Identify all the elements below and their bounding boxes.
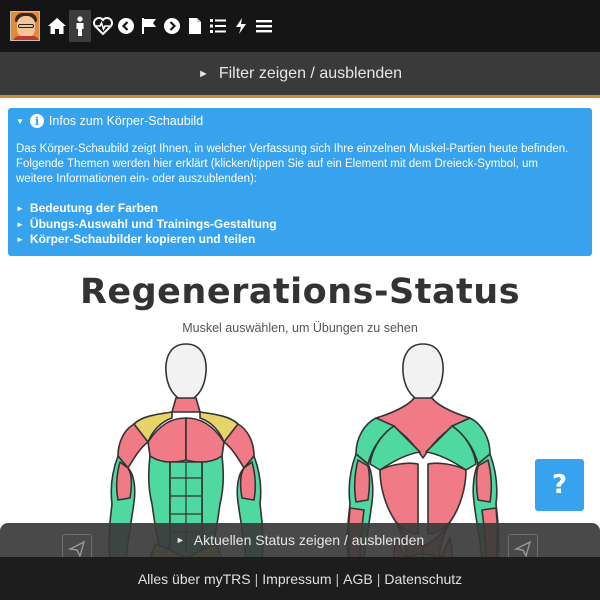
triangle-right-icon: ► <box>16 204 24 213</box>
chevron-right-icon[interactable] <box>161 10 183 42</box>
back-triceps-right[interactable] <box>475 459 493 503</box>
footer-separator: | <box>335 570 340 587</box>
chevron-left-icon[interactable] <box>115 10 137 42</box>
filter-toggle[interactable]: ► Filter zeigen / ausblenden <box>0 52 600 98</box>
info-heading[interactable]: ▼ i Infos zum Körper-Schaubild <box>16 114 584 128</box>
info-topic-colors[interactable]: ► Bedeutung der Farben <box>16 201 584 217</box>
triangle-right-icon: ► <box>16 235 24 244</box>
footer-link-agb[interactable]: AGB <box>343 570 373 587</box>
info-topic-share[interactable]: ► Körper-Schaubilder kopieren und teilen <box>16 232 584 248</box>
info-description: Das Körper-Schaubild zeigt Ihnen, in wel… <box>16 143 569 185</box>
home-icon[interactable] <box>46 10 68 42</box>
triangle-right-icon: ► <box>16 219 24 229</box>
menu-icon[interactable] <box>253 10 275 42</box>
front-neck[interactable] <box>171 397 201 413</box>
help-button-label: ? <box>551 470 568 500</box>
front-biceps-right[interactable] <box>239 461 257 501</box>
list-icon[interactable] <box>207 10 229 42</box>
flag-icon[interactable] <box>138 10 160 42</box>
heartbeat-icon[interactable] <box>92 10 114 42</box>
info-topic-label: Körper-Schaubilder kopieren und teilen <box>29 232 256 246</box>
page-title: Regenerations-Status <box>79 272 521 312</box>
info-topic-label: Übungs-Auswahl und Trainings-Gestaltung <box>29 216 277 231</box>
status-toggle[interactable]: ► Aktuellen Status zeigen / ausblenden <box>0 523 600 557</box>
page-subtitle: Muskel auswählen, um Übungen zu sehen <box>182 321 418 335</box>
footer-link-impressum[interactable]: Impressum <box>262 570 332 587</box>
bolt-icon[interactable] <box>230 10 252 42</box>
info-box: ▼ i Infos zum Körper-Schaubild Das Körpe… <box>8 108 592 256</box>
person-icon[interactable] <box>69 10 91 42</box>
front-biceps-left[interactable] <box>115 461 133 501</box>
footer-link-datenschutz[interactable]: Datenschutz <box>384 570 463 587</box>
info-topic-label: Bedeutung der Farben <box>29 201 158 215</box>
info-heading-label: Infos zum Körper-Schaubild <box>48 114 204 128</box>
document-icon[interactable] <box>184 10 206 42</box>
back-triceps-left[interactable] <box>353 459 371 503</box>
footer-separator: | <box>376 570 381 587</box>
footer-link-about[interactable]: Alles über myTRS <box>137 570 251 587</box>
info-topic-exercise[interactable]: ► Übungs-Auswahl und Trainings-Gestaltun… <box>16 217 584 233</box>
status-toggle-label: Aktuellen Status zeigen / ausblenden <box>193 532 425 548</box>
triangle-right-icon: ► <box>197 67 209 80</box>
avatar[interactable] <box>10 11 40 41</box>
info-topic-list: ► Bedeutung der Farben ► Übungs-Auswahl … <box>16 201 584 248</box>
back-head <box>402 343 444 407</box>
top-nav <box>0 0 600 52</box>
filter-toggle-label: Filter zeigen / ausblenden <box>218 64 403 82</box>
footer-separator: | <box>254 570 259 587</box>
triangle-down-icon: ▼ <box>16 116 24 126</box>
info-icon: i <box>29 114 44 128</box>
footer: Alles über myTRS | Impressum | AGB | Dat… <box>0 557 600 600</box>
back-traps[interactable] <box>375 397 471 459</box>
help-button[interactable]: ? <box>535 459 584 511</box>
triangle-right-icon: ► <box>175 535 185 545</box>
